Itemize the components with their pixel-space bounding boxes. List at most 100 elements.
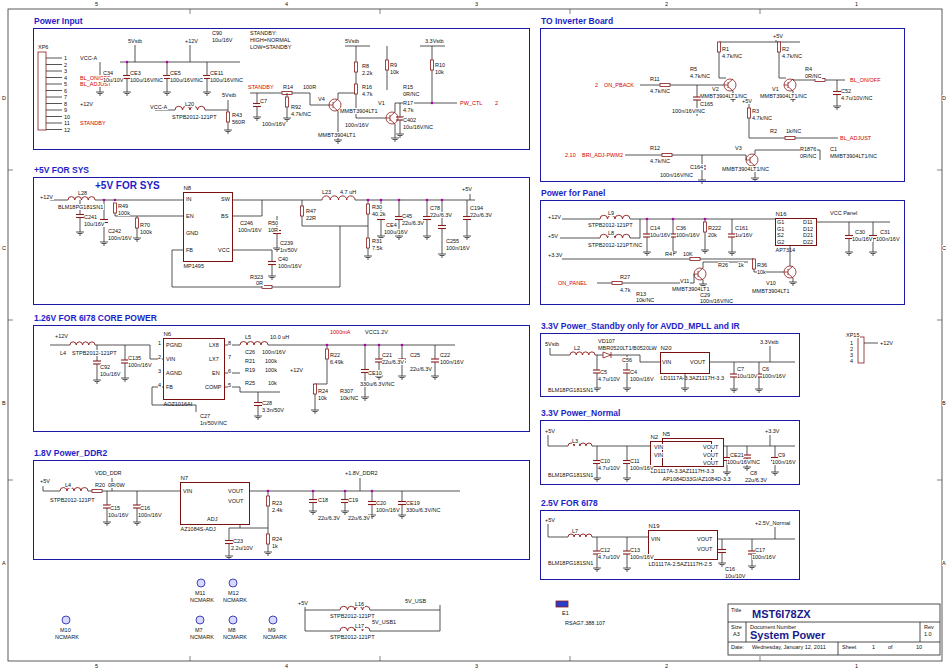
- part-label: BLM18PG181SN1: [58, 204, 104, 210]
- resistor-symbol: [114, 203, 117, 213]
- part-label: 2: [158, 354, 162, 360]
- part-label: 100n/16V: [676, 232, 701, 238]
- wire: [370, 610, 440, 611]
- part-label: C78: [430, 205, 441, 211]
- part-label: L4: [65, 482, 72, 488]
- transistor-body: [784, 79, 796, 91]
- wire: [229, 528, 230, 541]
- ground-symbol: [224, 130, 232, 133]
- junction-dot: [431, 102, 434, 105]
- wire: [673, 237, 674, 252]
- part-label: 4: [285, 1, 289, 7]
- part-label: R43: [232, 112, 243, 118]
- part-label: 1n/50V/NC: [200, 420, 228, 426]
- part-label: 5Vstb: [222, 92, 237, 98]
- ground-symbol: [423, 236, 431, 239]
- junction-dot: [426, 199, 429, 202]
- part-label: EN: [186, 213, 195, 219]
- ground-bar: [364, 256, 372, 257]
- part-label: R2: [770, 128, 778, 134]
- wire: [395, 124, 396, 138]
- part-label: 560R: [232, 119, 246, 125]
- resistor-symbol: [227, 112, 230, 122]
- part-label: C255: [446, 238, 460, 244]
- part-label: 5V_USB1: [372, 619, 397, 625]
- section-title: Power Input: [34, 17, 83, 26]
- part-label: 10u/16V/NC: [403, 124, 434, 130]
- ground-bar: [773, 473, 778, 474]
- wire: [277, 234, 278, 249]
- ground-bar: [96, 92, 104, 93]
- part-label: R24: [318, 388, 329, 394]
- section-panel: 1.26V FOR 6I78 CORE POWERN6AOZ1016AI: [33, 325, 530, 432]
- capacitor-plate: [309, 499, 317, 500]
- ground-bar: [266, 553, 271, 554]
- part-number: AP1084D33G/AZ1084D-3.3: [663, 477, 731, 483]
- capacitor-symbol: [268, 262, 276, 265]
- part-label: E1: [562, 610, 570, 616]
- part-label: +12V: [880, 340, 894, 346]
- wire: [625, 155, 662, 156]
- junction-dot: [267, 490, 270, 493]
- part-label: 5: [228, 382, 232, 388]
- part-label: V10: [766, 280, 777, 286]
- wire: [345, 46, 370, 47]
- wire: [46, 77, 62, 78]
- junction-dot: [126, 61, 129, 64]
- ground-bar: [255, 118, 260, 119]
- part-label: FB: [186, 247, 194, 253]
- ground-bar: [227, 133, 229, 134]
- wire: [287, 93, 288, 97]
- ground-bar: [309, 511, 317, 512]
- part-label: R27: [620, 274, 631, 280]
- part-label: Title: [731, 607, 742, 613]
- zone-tick: [570, 656, 571, 661]
- part-label: C7: [737, 366, 745, 372]
- ground-bar: [344, 514, 346, 515]
- wire: [597, 537, 598, 551]
- part-label: VOUT: [703, 460, 719, 466]
- title-block-rule: [920, 622, 921, 642]
- resistor-symbol: [386, 60, 389, 70]
- ground-bar: [732, 101, 734, 102]
- part-label: R1876: [800, 146, 817, 152]
- part-label: C14: [650, 225, 661, 231]
- part-label: 1: [855, 663, 859, 669]
- transistor-body: [784, 266, 796, 278]
- ground-bar: [723, 472, 731, 473]
- ground-bar: [746, 470, 748, 471]
- part-label: C9: [778, 452, 786, 458]
- capacitor-plate: [273, 233, 281, 234]
- ground-bar: [593, 388, 601, 389]
- wire: [167, 79, 168, 93]
- ground-symbol: [121, 378, 129, 381]
- ground-symbol: [253, 117, 261, 120]
- wire: [752, 539, 753, 551]
- part-label: C5: [600, 369, 608, 375]
- capacitor-plate: [93, 360, 101, 361]
- ground-bar: [136, 241, 138, 242]
- section-title: 1.26V FOR 6I78 CORE POWER: [34, 314, 157, 323]
- ground-bar: [93, 380, 101, 381]
- part-label: MBR0520LT1/B0520LW: [598, 345, 658, 351]
- part-label: C6: [762, 366, 770, 372]
- ground-bar: [311, 512, 316, 513]
- ground-bar: [336, 141, 341, 142]
- part-label: COMP: [205, 384, 223, 390]
- transistor-lead: [788, 266, 793, 271]
- ground-symbol: [869, 252, 877, 255]
- part-label: V4: [318, 96, 326, 102]
- transistor-body: [694, 268, 706, 280]
- part-label: 10k: [435, 69, 445, 75]
- wire: [592, 537, 648, 538]
- wire: [372, 491, 373, 502]
- wire: [548, 524, 568, 537]
- part-label: 0R/NC: [805, 73, 823, 79]
- part-label: VOUT: [703, 452, 719, 458]
- capacitor-plate: [100, 219, 108, 220]
- ground-bar: [625, 569, 630, 570]
- part-label: 100k: [265, 358, 278, 364]
- part-label: R20: [95, 482, 106, 488]
- part-label: MMBT3904LT1/NC: [760, 93, 808, 99]
- title-block-frame: [728, 604, 940, 655]
